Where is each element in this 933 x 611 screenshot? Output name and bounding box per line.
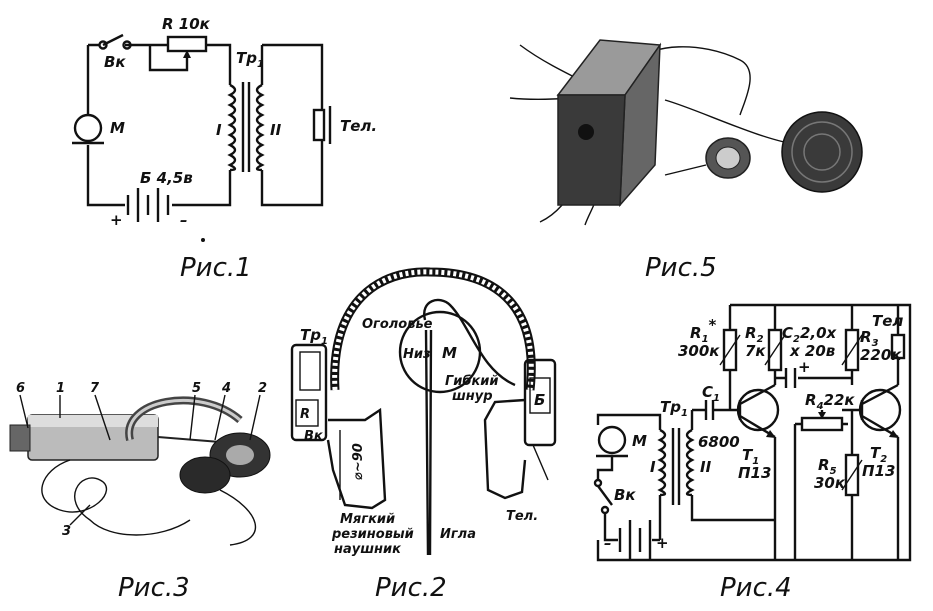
fig1-transformer-label: Тр1 — [236, 49, 264, 70]
fig2-needle-label: Игла — [440, 527, 476, 542]
fig3-caption: Рис.3 — [118, 573, 190, 603]
fig3-num-4: 4 — [221, 381, 231, 396]
fig3-numbers: 6 1 7 5 4 2 3 — [16, 381, 267, 539]
phone-symbol — [312, 108, 326, 142]
fig1-resistor-label: R 10к — [162, 15, 211, 33]
fig1-labels: Вк R 10к Тр1 I II М Тел. Б 4,5в + – — [104, 15, 377, 229]
fig2-headband-label: Оголовье — [362, 317, 433, 332]
fig3-num-5: 5 — [192, 381, 201, 396]
fig4-r1-value: 300к — [678, 342, 720, 360]
fig4-r1-label: R1* — [690, 316, 717, 345]
fig1-plus-label: + — [110, 211, 123, 229]
fig4-tr-label: Тр1 — [660, 398, 688, 419]
microphone-symbol — [73, 113, 103, 143]
fig4-switch-label: Вк — [614, 486, 636, 504]
fig2-transformer-label: Тр1 — [300, 326, 328, 347]
fig4-phone-label: Тел — [872, 312, 903, 330]
fig4-labels: R1* 300к R2 7к C22,0х х 20в + R3 220к Те… — [604, 312, 903, 552]
fig4-c1-label: C1 — [702, 383, 720, 404]
fig4-t2-label: Т2 — [870, 444, 887, 465]
fig1-winding2-label: II — [270, 121, 282, 139]
fig3-num-7: 7 — [90, 381, 100, 396]
fig3-num-3: 3 — [62, 524, 71, 539]
fig1-phone-label: Тел. — [340, 117, 377, 135]
fig2-cord-label-1: Гибкий — [445, 374, 499, 389]
fig2-cord-label-2: шнур — [452, 389, 493, 404]
fig2-caption: Рис.2 — [375, 573, 447, 603]
fig2-soft-label-3: наушник — [334, 542, 402, 557]
fig2-low-label: Низ — [403, 347, 431, 362]
fig4-caption: Рис.4 — [720, 573, 792, 603]
fig4-t2-type: П13 — [862, 462, 895, 480]
fig1-mic-label: М — [110, 119, 125, 137]
fig1-circuit — [72, 33, 332, 242]
fig3-num-2: 2 — [258, 381, 267, 396]
fig4-r5-label: R5 — [818, 456, 837, 477]
fig4-r4-label: R422к — [805, 391, 855, 412]
fig1-battery-label: Б 4,5в — [140, 169, 193, 187]
fig4-r2-value: 7к — [745, 342, 766, 360]
fig1-minus-label: – — [180, 211, 188, 229]
fig4-t1-label: Т1 — [742, 446, 759, 467]
fig5-photo — [509, 39, 863, 226]
fig4-r3-label: R3 — [860, 328, 879, 349]
fig4-r3-value: 220к — [860, 346, 902, 364]
fig2-phone-label: Тел. — [506, 509, 538, 524]
fig4-minus-label: – — [604, 534, 612, 552]
fig4-r5-value: 30к — [814, 474, 846, 492]
fig4-c2-plus: + — [798, 358, 811, 376]
fig1-switch-label: Вк — [104, 53, 126, 71]
fig4-winding1-label: I — [650, 458, 656, 476]
fig1-winding1-label: I — [216, 121, 222, 139]
fig2-soft-label-2: резиновый — [331, 527, 414, 542]
fig3-num-6: 6 — [16, 381, 25, 396]
fig3-num-1: 1 — [56, 381, 65, 396]
fig4-r2-label: R2 — [745, 324, 764, 345]
fig2-resistor-label: R — [300, 407, 310, 422]
fig4-c1-value: 6800 — [698, 433, 740, 451]
fig4-winding2-label: II — [700, 458, 712, 476]
fig2-drawing — [290, 267, 557, 556]
fig4-c2-value: х 20в — [789, 342, 835, 360]
fig4-c2-label: C22,0х — [782, 324, 838, 345]
fig2-battery-label: Б — [534, 391, 545, 409]
fig4-plus-label: + — [656, 534, 669, 552]
fig2-mic-label: М — [442, 344, 457, 362]
fig5-caption: Рис.5 — [645, 253, 717, 283]
fig1-caption: Рис.1 — [180, 253, 252, 283]
fig2-diameter-label: ⌀~90 — [351, 443, 366, 480]
fig2-soft-label-1: Мягкий — [340, 512, 395, 527]
fig2-labels: Оголовье Гибкий шнур Тр1 R Вк Низ М Б Те… — [300, 317, 545, 557]
fig4-circuit — [593, 303, 912, 562]
fig4-mic-label: М — [632, 432, 647, 450]
fig3-photo — [9, 394, 271, 546]
fig4-t1-type: П13 — [738, 464, 771, 482]
fig2-switch-label: Вк — [304, 429, 324, 444]
